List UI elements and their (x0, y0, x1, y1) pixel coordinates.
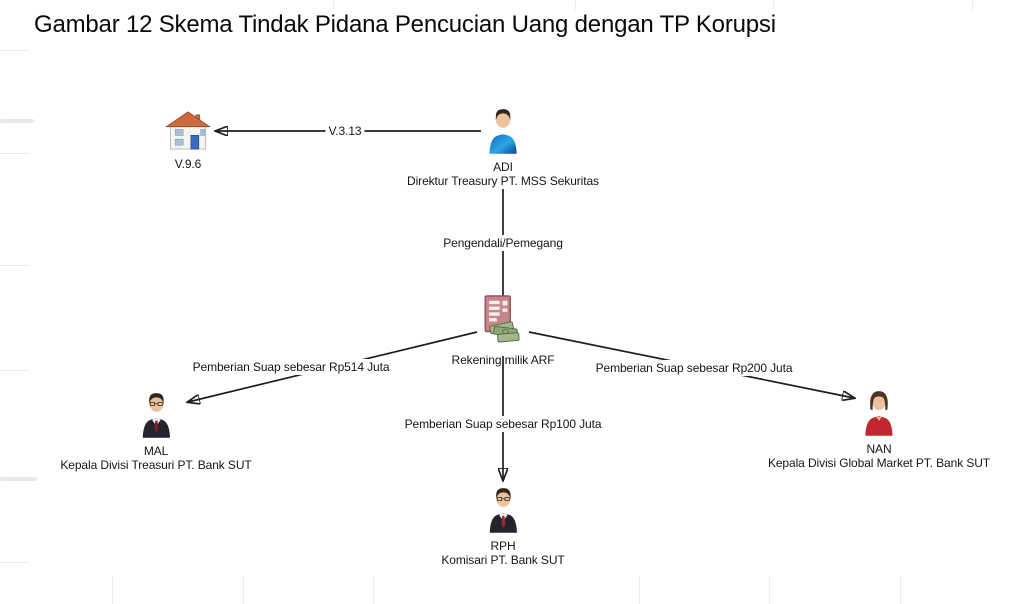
node-house: V.9.6 (164, 110, 212, 171)
node-label: ADI (493, 160, 513, 174)
edge-label-v313: V.3.13 (325, 123, 365, 139)
artifact-line (0, 50, 30, 51)
money-ledger-icon (484, 295, 521, 343)
person-blue-icon (489, 109, 517, 154)
artifact-line (333, 0, 334, 10)
edge-label-suap-514: Pemberian Suap sebesar Rp514 Juta (189, 359, 393, 375)
artifact-line (773, 0, 774, 10)
artifact-smudge (0, 119, 34, 123)
artifact-line (0, 370, 30, 371)
person-suit-icon (142, 393, 170, 438)
node-label: Rekening milik ARF (451, 353, 555, 367)
node-adi: ADI Direktur Treasury PT. MSS Sekuritas (407, 106, 599, 188)
artifact-line (373, 576, 374, 604)
artifact-line (0, 153, 30, 154)
node-label: MAL (143, 444, 169, 458)
artifact-line (972, 0, 973, 10)
person-suit-icon (489, 488, 517, 533)
artifact-line (0, 265, 30, 266)
edge-label-pengendali: Pengendali/Pemegang (440, 235, 566, 251)
person-woman-red-icon (865, 391, 893, 436)
node-sublabel: Komisari PT. Bank SUT (441, 553, 565, 567)
artifact-line (769, 576, 770, 604)
node-label: NAN (866, 442, 892, 456)
node-sublabel: Direktur Treasury PT. MSS Sekuritas (407, 174, 599, 188)
artifact-line (0, 562, 30, 563)
artifact-line (243, 576, 244, 604)
artifact-line (575, 0, 576, 10)
edge-label-suap-200: Pemberian Suap sebesar Rp200 Juta (592, 360, 796, 376)
house-icon (164, 111, 212, 150)
figure-title: Gambar 12 Skema Tindak Pidana Pencucian … (34, 11, 776, 38)
node-rekening: Rekening milik ARF (452, 295, 555, 367)
node-sublabel: Kepala Divisi Treasuri PT. Bank SUT (60, 458, 252, 472)
node-label: RPH (490, 539, 516, 553)
edge-label-suap-100: Pemberian Suap sebesar Rp100 Juta (401, 416, 605, 432)
node-nan: NAN Kepala Divisi Global Market PT. Bank… (768, 388, 990, 470)
node-rph: RPH Komisari PT. Bank SUT (441, 485, 565, 567)
artifact-line (639, 576, 640, 604)
node-mal: MAL Kepala Divisi Treasuri PT. Bank SUT (60, 390, 252, 472)
artifact-line (112, 576, 113, 604)
artifact-line (900, 576, 901, 604)
node-label: V.9.6 (174, 157, 202, 171)
node-sublabel: Kepala Divisi Global Market PT. Bank SUT (767, 456, 991, 470)
artifact-smudge (0, 477, 38, 481)
